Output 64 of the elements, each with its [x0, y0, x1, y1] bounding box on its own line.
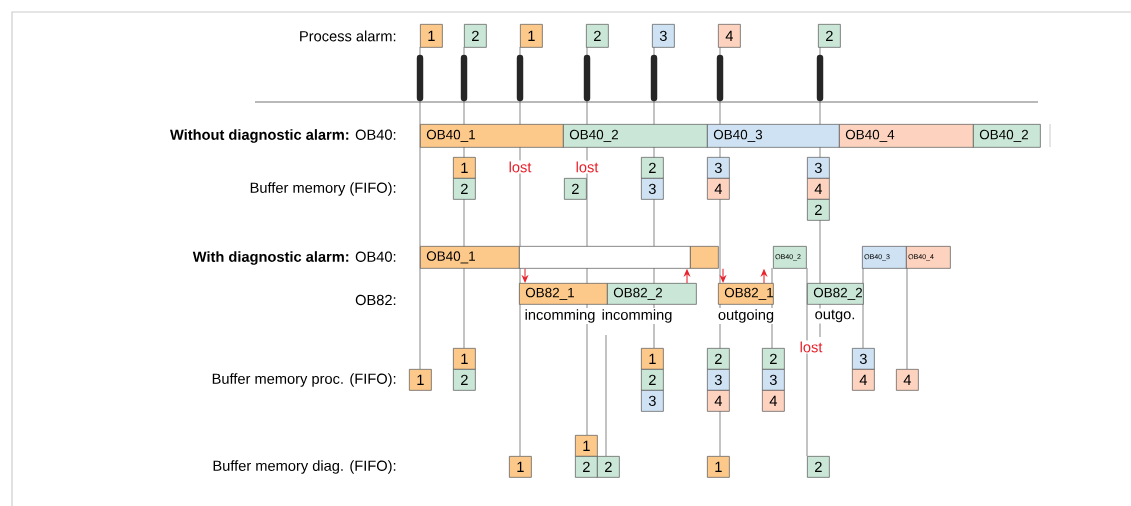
buffer-entry-box: 2 — [807, 456, 830, 478]
row-label: Without diagnostic alarm: OB40: — [168, 127, 398, 145]
buffer-entry-box: 3 — [641, 390, 664, 412]
status-label: outgo. — [813, 308, 857, 324]
execution-bar — [519, 246, 691, 269]
execution-bar: OB40_2 — [563, 124, 708, 148]
buffer-entry-box: 2 — [641, 369, 664, 391]
row-label: Buffer memory diag. (FIFO): — [211, 459, 398, 475]
status-label: incomming — [523, 308, 597, 324]
buffer-entry-box: 2 — [807, 199, 830, 221]
alarm-number-box: 2 — [586, 24, 609, 48]
buffer-entry-box: 3 — [707, 157, 730, 179]
execution-bar: OB40_4 — [839, 124, 974, 148]
row-label: With diagnostic alarm: OB40: — [191, 250, 398, 267]
row-label: Buffer memory proc. (FIFO): — [210, 372, 398, 388]
row-label: OB82: — [353, 293, 398, 307]
buffer-entry-box: 2 — [707, 348, 730, 370]
buffer-entry-box: 4 — [707, 178, 730, 200]
alarm-number-box: 2 — [464, 24, 487, 48]
buffer-entry-box: 2 — [453, 369, 476, 391]
execution-bar: OB40_1 — [420, 246, 520, 269]
buffer-entry-box: 3 — [807, 157, 830, 179]
buffer-entry-box: 3 — [762, 369, 785, 391]
buffer-entry-box: 2 — [575, 456, 598, 478]
buffer-entry-box: 3 — [641, 178, 664, 200]
buffer-entry-box: 1 — [453, 157, 476, 179]
alarm-number-box: 2 — [818, 24, 841, 48]
buffer-entry-box: 2 — [597, 456, 620, 478]
buffer-entry-box: 4 — [762, 390, 785, 412]
row-label: Process alarm: — [297, 29, 398, 43]
buffer-entry-box: 2 — [641, 157, 664, 179]
status-label: lost — [507, 160, 533, 174]
buffer-entry-box: 2 — [762, 348, 785, 370]
buffer-entry-box: 1 — [707, 456, 730, 478]
alarm-number-box: 1 — [420, 24, 443, 48]
buffer-entry-box: 1 — [575, 435, 598, 457]
buffer-entry-box: 3 — [707, 369, 730, 391]
execution-bar: OB40_3 — [707, 124, 840, 148]
buffer-entry-box: 1 — [509, 456, 532, 478]
buffer-entry-box: 4 — [807, 178, 830, 200]
status-label: lost — [798, 340, 824, 354]
status-label: outgoing — [716, 308, 776, 324]
row-label: Buffer memory (FIFO): — [248, 181, 398, 197]
execution-bar: OB40_2 — [973, 124, 1041, 148]
execution-bar — [690, 246, 719, 269]
buffer-entry-box: 1 — [409, 369, 432, 391]
buffer-entry-box: 4 — [896, 369, 919, 391]
buffer-entry-box: 1 — [641, 348, 664, 370]
status-label: incomming — [600, 308, 674, 324]
buffer-entry-box: 2 — [453, 178, 476, 200]
buffer-entry-box: 3 — [852, 348, 875, 370]
buffer-entry-box: 2 — [564, 178, 587, 200]
status-label: lost — [574, 160, 600, 174]
alarm-number-box: 1 — [520, 24, 543, 48]
execution-bar: OB82_2 — [807, 283, 864, 305]
execution-bar: OB82_1 — [718, 283, 774, 305]
alarm-number-box: 3 — [652, 24, 675, 48]
buffer-entry-box: 1 — [453, 348, 476, 370]
execution-bar: OB40_1 — [420, 124, 564, 148]
execution-bar: OB82_2 — [607, 283, 697, 305]
buffer-entry-box: 4 — [852, 369, 875, 391]
alarm-number-box: 4 — [718, 24, 741, 48]
buffer-entry-box: 4 — [707, 390, 730, 412]
execution-bar: OB82_1 — [519, 283, 608, 305]
